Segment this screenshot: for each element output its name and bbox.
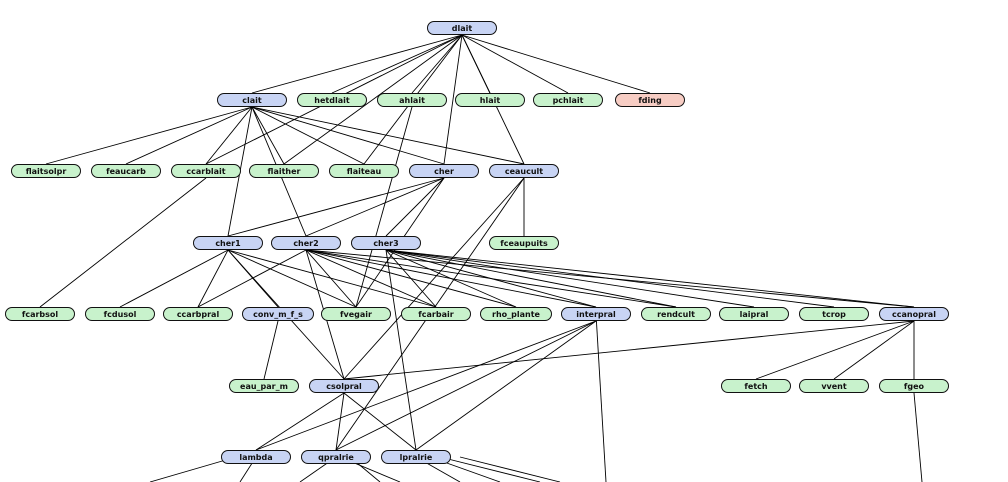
edge-conv_m_f_s-eau_par_m — [263, 320, 279, 380]
edge-cher-cher3 — [385, 177, 445, 237]
edge-cher2-ccarbpral — [197, 249, 307, 308]
edge-cher3-lpralrie — [385, 249, 417, 451]
node-conv_m_f_s[interactable]: conv_m_f_s — [242, 307, 314, 321]
edge-clait-cher — [251, 106, 445, 165]
node-ceaucult[interactable]: ceaucult — [489, 164, 559, 178]
edge-cher1-fcarbair — [227, 249, 437, 308]
node-ccarbpral[interactable]: ccarbpral — [163, 307, 233, 321]
node-tcrop[interactable]: tcrop — [799, 307, 869, 321]
node-ccarblait[interactable]: ccarblait — [171, 164, 241, 178]
edge-csolpral-qpralrie — [335, 392, 345, 451]
node-lambda[interactable]: lambda — [221, 450, 291, 464]
node-dlait[interactable]: dlait — [427, 21, 497, 35]
node-fding[interactable]: fding — [615, 93, 685, 107]
node-pchlait[interactable]: pchlait — [533, 93, 603, 107]
node-eau_par_m[interactable]: eau_par_m — [229, 379, 299, 393]
edge-interpral-qpralrie — [335, 320, 597, 451]
node-cher1[interactable]: cher1 — [193, 236, 263, 250]
edge-cher3-rendcult — [385, 249, 677, 308]
edge-clait-flaiteau — [251, 106, 365, 165]
edge-interpral-lpralrie — [415, 320, 597, 451]
edge-cher3-interpral — [385, 249, 597, 308]
edge-offscreen-10 — [913, 392, 923, 482]
node-fceaupuits[interactable]: fceaupuits — [489, 236, 559, 250]
node-fetch[interactable]: fetch — [721, 379, 791, 393]
edge-cher1-ccarbpral — [197, 249, 229, 308]
node-cher2[interactable]: cher2 — [271, 236, 341, 250]
node-vvent[interactable]: vvent — [799, 379, 869, 393]
edge-dlait-ahlait — [411, 34, 463, 94]
edge-ccarblait-fcarbsol — [39, 177, 207, 308]
node-flaither[interactable]: flaither — [249, 164, 319, 178]
edge-cher3-rho_plante — [385, 249, 517, 308]
edge-csolpral-lambda — [255, 392, 345, 451]
edge-dlait-pchlait — [461, 34, 569, 94]
edge-offscreen-9 — [595, 313, 607, 482]
edge-dlait-hetdlait — [331, 34, 463, 94]
node-cher3[interactable]: cher3 — [351, 236, 421, 250]
edge-cher2-fvegair — [305, 249, 357, 308]
node-laipral[interactable]: laipral — [719, 307, 789, 321]
edge-dlait-clait — [251, 34, 463, 94]
edge-cher3-ccanopral — [385, 249, 915, 308]
node-ccanopral[interactable]: ccanopral — [879, 307, 949, 321]
edge-clait-flaitsolpr — [45, 106, 253, 165]
node-hlait[interactable]: hlait — [455, 93, 525, 107]
node-flaiteau[interactable]: flaiteau — [329, 164, 399, 178]
edge-csolpral-lpralrie — [343, 392, 417, 451]
edge-cher2-fcarbair — [305, 249, 437, 308]
edge-dlait-cher — [443, 34, 463, 165]
edge-cher3-laipral — [385, 249, 755, 308]
edge-clait-feaucarb — [125, 106, 253, 165]
node-rendcult[interactable]: rendcult — [641, 307, 711, 321]
node-fcarbsol[interactable]: fcarbsol — [5, 307, 75, 321]
node-cher[interactable]: cher — [409, 164, 479, 178]
edge-clait-ccarblait — [205, 106, 253, 165]
edge-cher3-fcarbair — [385, 249, 437, 308]
node-interpral[interactable]: interpral — [561, 307, 631, 321]
node-feaucarb[interactable]: feaucarb — [91, 164, 161, 178]
edge-ahlait-fvegair — [355, 106, 413, 308]
edge-clait-flaither — [251, 106, 285, 165]
node-ahlait[interactable]: ahlait — [377, 93, 447, 107]
node-fcdusol[interactable]: fcdusol — [85, 307, 155, 321]
node-flaitsolpr[interactable]: flaitsolpr — [11, 164, 81, 178]
node-lpralrie[interactable]: lpralrie — [381, 450, 451, 464]
edge-clait-ceaucult — [251, 106, 525, 165]
edge-cher3-tcrop — [385, 249, 835, 308]
edge-ccanopral-csolpral — [343, 320, 915, 380]
node-fvegair[interactable]: fvegair — [321, 307, 391, 321]
node-hetdlait[interactable]: hetdlait — [297, 93, 367, 107]
edge-dlait-flaither — [283, 34, 463, 165]
node-fcarbair[interactable]: fcarbair — [401, 307, 471, 321]
edge-ccanopral-fetch — [755, 320, 915, 380]
node-csolpral[interactable]: csolpral — [309, 379, 379, 393]
edge-interpral-lambda — [255, 320, 597, 451]
node-fgeo[interactable]: fgeo — [879, 379, 949, 393]
edge-cher-cher2 — [305, 177, 445, 237]
edge-ccanopral-vvent — [833, 320, 915, 380]
edge-offscreen-8 — [459, 456, 561, 482]
edge-cher1-fvegair — [227, 249, 357, 308]
edge-dlait-fding — [461, 34, 651, 94]
edge-cher1-fcdusol — [119, 249, 229, 308]
node-qpralrie[interactable]: qpralrie — [301, 450, 371, 464]
edge-cher-cher1 — [227, 177, 445, 237]
node-rho_plante[interactable]: rho_plante — [480, 307, 552, 321]
edge-offscreen-7 — [439, 456, 541, 482]
edge-ceaucult-csolpral — [343, 177, 525, 380]
node-clait[interactable]: clait — [217, 93, 287, 107]
